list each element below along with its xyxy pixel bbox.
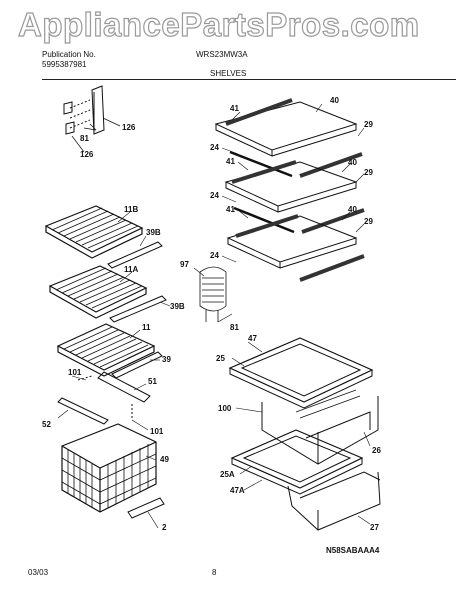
callout-11B: 11B: [124, 205, 139, 214]
callout-41: 41: [226, 157, 235, 166]
watermark-logo: AppliancePartsPros.com: [17, 5, 420, 43]
callout-126: 126: [122, 123, 136, 132]
wire-shelf-11B: [44, 205, 144, 259]
shelf-trim-39: [111, 351, 163, 379]
callout-25A: 25A: [220, 470, 235, 479]
coil-97: [199, 266, 227, 322]
basket-trim-2: [127, 497, 165, 519]
callout-39B: 39B: [170, 302, 185, 311]
callout-101: 101: [150, 427, 164, 436]
callout-49: 49: [160, 455, 169, 464]
callout-24: 24: [210, 191, 219, 200]
callout-2: 2: [162, 523, 167, 532]
callout-47A: 47A: [230, 486, 245, 495]
callout-26: 26: [372, 446, 381, 455]
callout-81: 81: [230, 323, 239, 332]
model-number: WRS23MW3A: [196, 50, 248, 59]
crisper-cover-47A: [230, 429, 364, 495]
callout-29: 29: [364, 217, 373, 226]
glass-shelf-3: [226, 214, 365, 282]
header-rule: [42, 79, 456, 80]
callout-40: 40: [330, 96, 339, 105]
crisper-drawer-26: [261, 389, 379, 465]
callout-41: 41: [226, 205, 235, 214]
footer-date: 03/03: [28, 568, 49, 577]
callout-11: 11: [142, 323, 151, 332]
callout-24: 24: [210, 143, 219, 152]
shelf-trim-39B-upper: [107, 241, 163, 269]
shelf-trim-39B-lower: [109, 295, 167, 323]
glass-shelf-2: [224, 160, 365, 234]
publication-label: Publication No.: [42, 50, 96, 59]
glass-shelf-1: [214, 98, 363, 178]
crisper-drawer-27: [287, 471, 381, 531]
callout-29: 29: [364, 168, 373, 177]
callout-101: 101: [68, 368, 82, 377]
callout-39B: 39B: [146, 228, 161, 237]
callout-40: 40: [348, 158, 357, 167]
wire-shelf-11A: [48, 265, 148, 319]
callout-24: 24: [210, 251, 219, 260]
callout-97: 97: [180, 260, 189, 269]
section-title: SHELVES: [210, 69, 247, 78]
callout-100: 100: [218, 404, 232, 413]
crisper-cover-47: [228, 337, 374, 409]
callout-41: 41: [230, 104, 239, 113]
callout-52: 52: [42, 420, 51, 429]
callout-40: 40: [348, 205, 357, 214]
wire-shelf-11: [56, 323, 156, 377]
callout-51: 51: [148, 377, 157, 386]
callout-126: 126: [80, 150, 94, 159]
callout-27: 27: [370, 523, 379, 532]
callout-47: 47: [248, 334, 257, 343]
publication-number: 5995387981: [42, 60, 87, 69]
wire-basket-49: [61, 423, 157, 513]
shelf-bracket: [63, 85, 105, 135]
callout-25: 25: [216, 354, 225, 363]
page-number: 8: [212, 568, 217, 577]
callout-11A: 11A: [124, 265, 139, 274]
callout-81: 81: [80, 134, 89, 143]
figure-code: N58SABAAA4: [326, 546, 380, 555]
callout-39: 39: [162, 355, 171, 364]
basket-rail: [57, 371, 151, 425]
callout-29: 29: [364, 120, 373, 129]
